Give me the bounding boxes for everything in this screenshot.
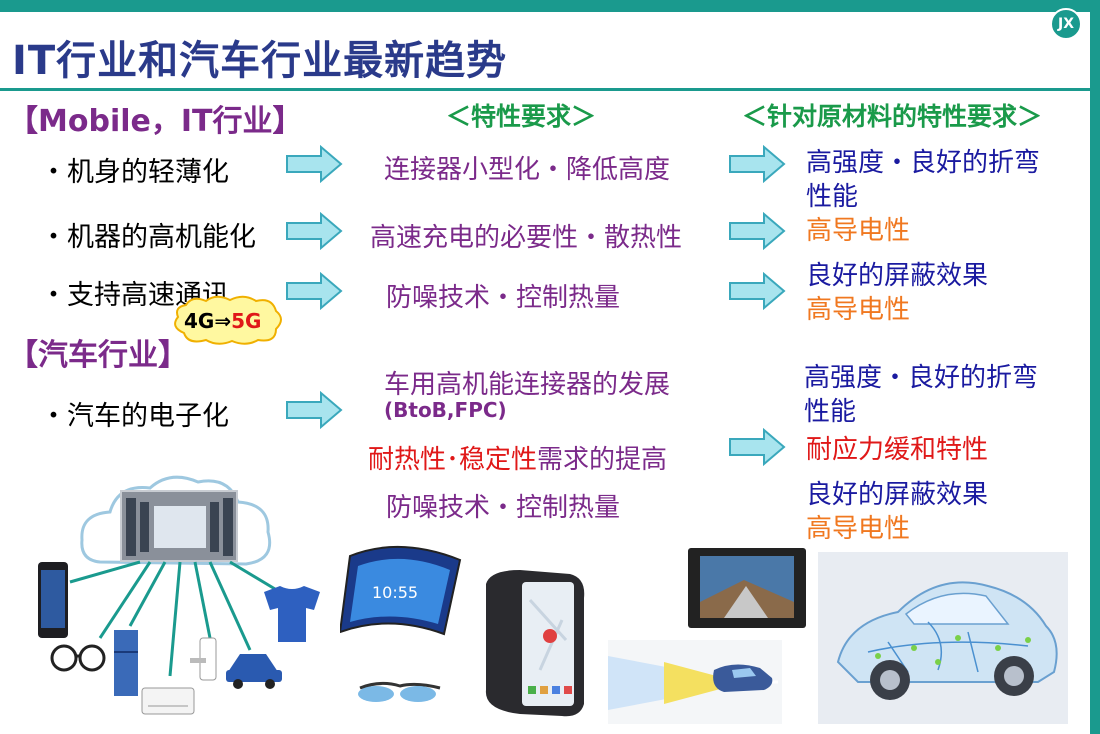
title-divider	[0, 88, 1090, 91]
mobile-right-2: 高导电性	[806, 216, 911, 246]
smartphone-icon	[38, 562, 68, 638]
mobile-mid-1: 连接器小型化・降低高度	[384, 155, 671, 185]
mobile-left-1: ・机身的轻薄化	[40, 157, 229, 188]
arrow-right-icon	[286, 212, 343, 250]
top-accent-bar	[0, 0, 1100, 12]
auto-left-1: ・汽车的电子化	[40, 401, 229, 432]
auto-right-3b: 高导电性	[806, 514, 911, 544]
smart-glasses-icon	[358, 681, 441, 702]
arrow-right-icon	[286, 272, 343, 310]
mobile-right-3b: 高导电性	[806, 295, 911, 325]
auto-right-2: 耐应力缓和特性	[806, 435, 989, 465]
mobile-section-heading: 【Mobile，IT行业】	[8, 104, 303, 139]
mobile-right-1: 高强度・良好的折弯性能	[806, 146, 1040, 214]
car-sensor-icon	[608, 640, 782, 724]
mobile-left-2: ・机器的高机能化	[40, 222, 256, 253]
auto-right-1: 高强度・良好的折弯性能	[804, 361, 1038, 429]
wearable-display-icon	[485, 570, 585, 717]
arrow-right-icon	[286, 391, 343, 429]
speech-bubble-icon	[174, 295, 282, 345]
svg-text:10:55: 10:55	[372, 583, 418, 602]
mobile-right-3a: 良好的屏蔽效果	[806, 261, 989, 291]
brand-logo: JX	[1050, 8, 1082, 40]
auto-right-1a: 高强度・良好的折弯	[804, 363, 1039, 393]
cloud-icon	[80, 475, 272, 566]
arrow-right-icon	[286, 145, 343, 183]
auto-mid-2: 耐热性･稳定性需求的提高	[368, 439, 667, 476]
page-title: IT行业和汽车行业最新趋势	[12, 38, 508, 84]
feature-requirement-heading: ＜特性要求＞	[446, 102, 597, 131]
arrow-right-icon	[729, 428, 786, 466]
auto-section-heading: 【汽车行业】	[8, 338, 188, 373]
mobile-right-1a: 高强度・良好的折弯	[806, 148, 1041, 178]
logo-text: JX	[1057, 16, 1074, 32]
door-lock-icon	[190, 637, 217, 681]
auto-right-1b: 性能	[804, 397, 857, 427]
arrow-right-icon	[729, 145, 786, 183]
auto-mid-1-sub: (BtoB,FPC)	[384, 398, 507, 422]
car-icon	[226, 654, 282, 689]
auto-mid-2-rest: 需求的提高	[537, 445, 668, 475]
arrow-right-icon	[729, 212, 786, 250]
auto-right-3: 良好的屏蔽效果高导电性	[806, 478, 988, 546]
auto-mid-3: 防噪技术・控制热量	[386, 493, 621, 523]
mobile-right-1b: 性能	[806, 182, 859, 212]
mobile-mid-3: 防噪技术・控制热量	[386, 283, 621, 313]
auto-mid-2-highlight: 耐热性･稳定性	[368, 445, 538, 475]
mobile-mid-2: 高速充电的必要性・散热性	[370, 223, 683, 253]
auto-mid-1: 车用高机能连接器的发展	[384, 370, 671, 400]
tshirt-icon	[264, 586, 320, 642]
car-navigation-icon	[688, 548, 806, 628]
air-conditioner-icon	[141, 687, 195, 715]
bubble-5g-text: 5G	[231, 309, 262, 333]
transparent-car-icon	[818, 552, 1068, 724]
auto-right-3a: 良好的屏蔽效果	[806, 480, 989, 510]
fridge-icon	[114, 630, 138, 696]
automotive-electronics-illustration	[608, 548, 806, 724]
bubble-4g-text: 4G⇒	[184, 309, 232, 333]
network-upgrade-label: 4G⇒5G	[184, 309, 261, 333]
flexible-display-icon: 10:55	[340, 545, 462, 636]
material-requirement-heading: ＜针对原材料的特性要求＞	[742, 102, 1043, 131]
flexible-devices-illustration: 10:55	[340, 545, 585, 717]
glasses-icon	[50, 644, 106, 672]
iot-cloud-illustration	[38, 475, 320, 715]
arrow-right-icon	[729, 272, 786, 310]
mobile-right-3: 良好的屏蔽效果高导电性	[806, 259, 988, 327]
right-accent-bar	[1090, 0, 1100, 734]
